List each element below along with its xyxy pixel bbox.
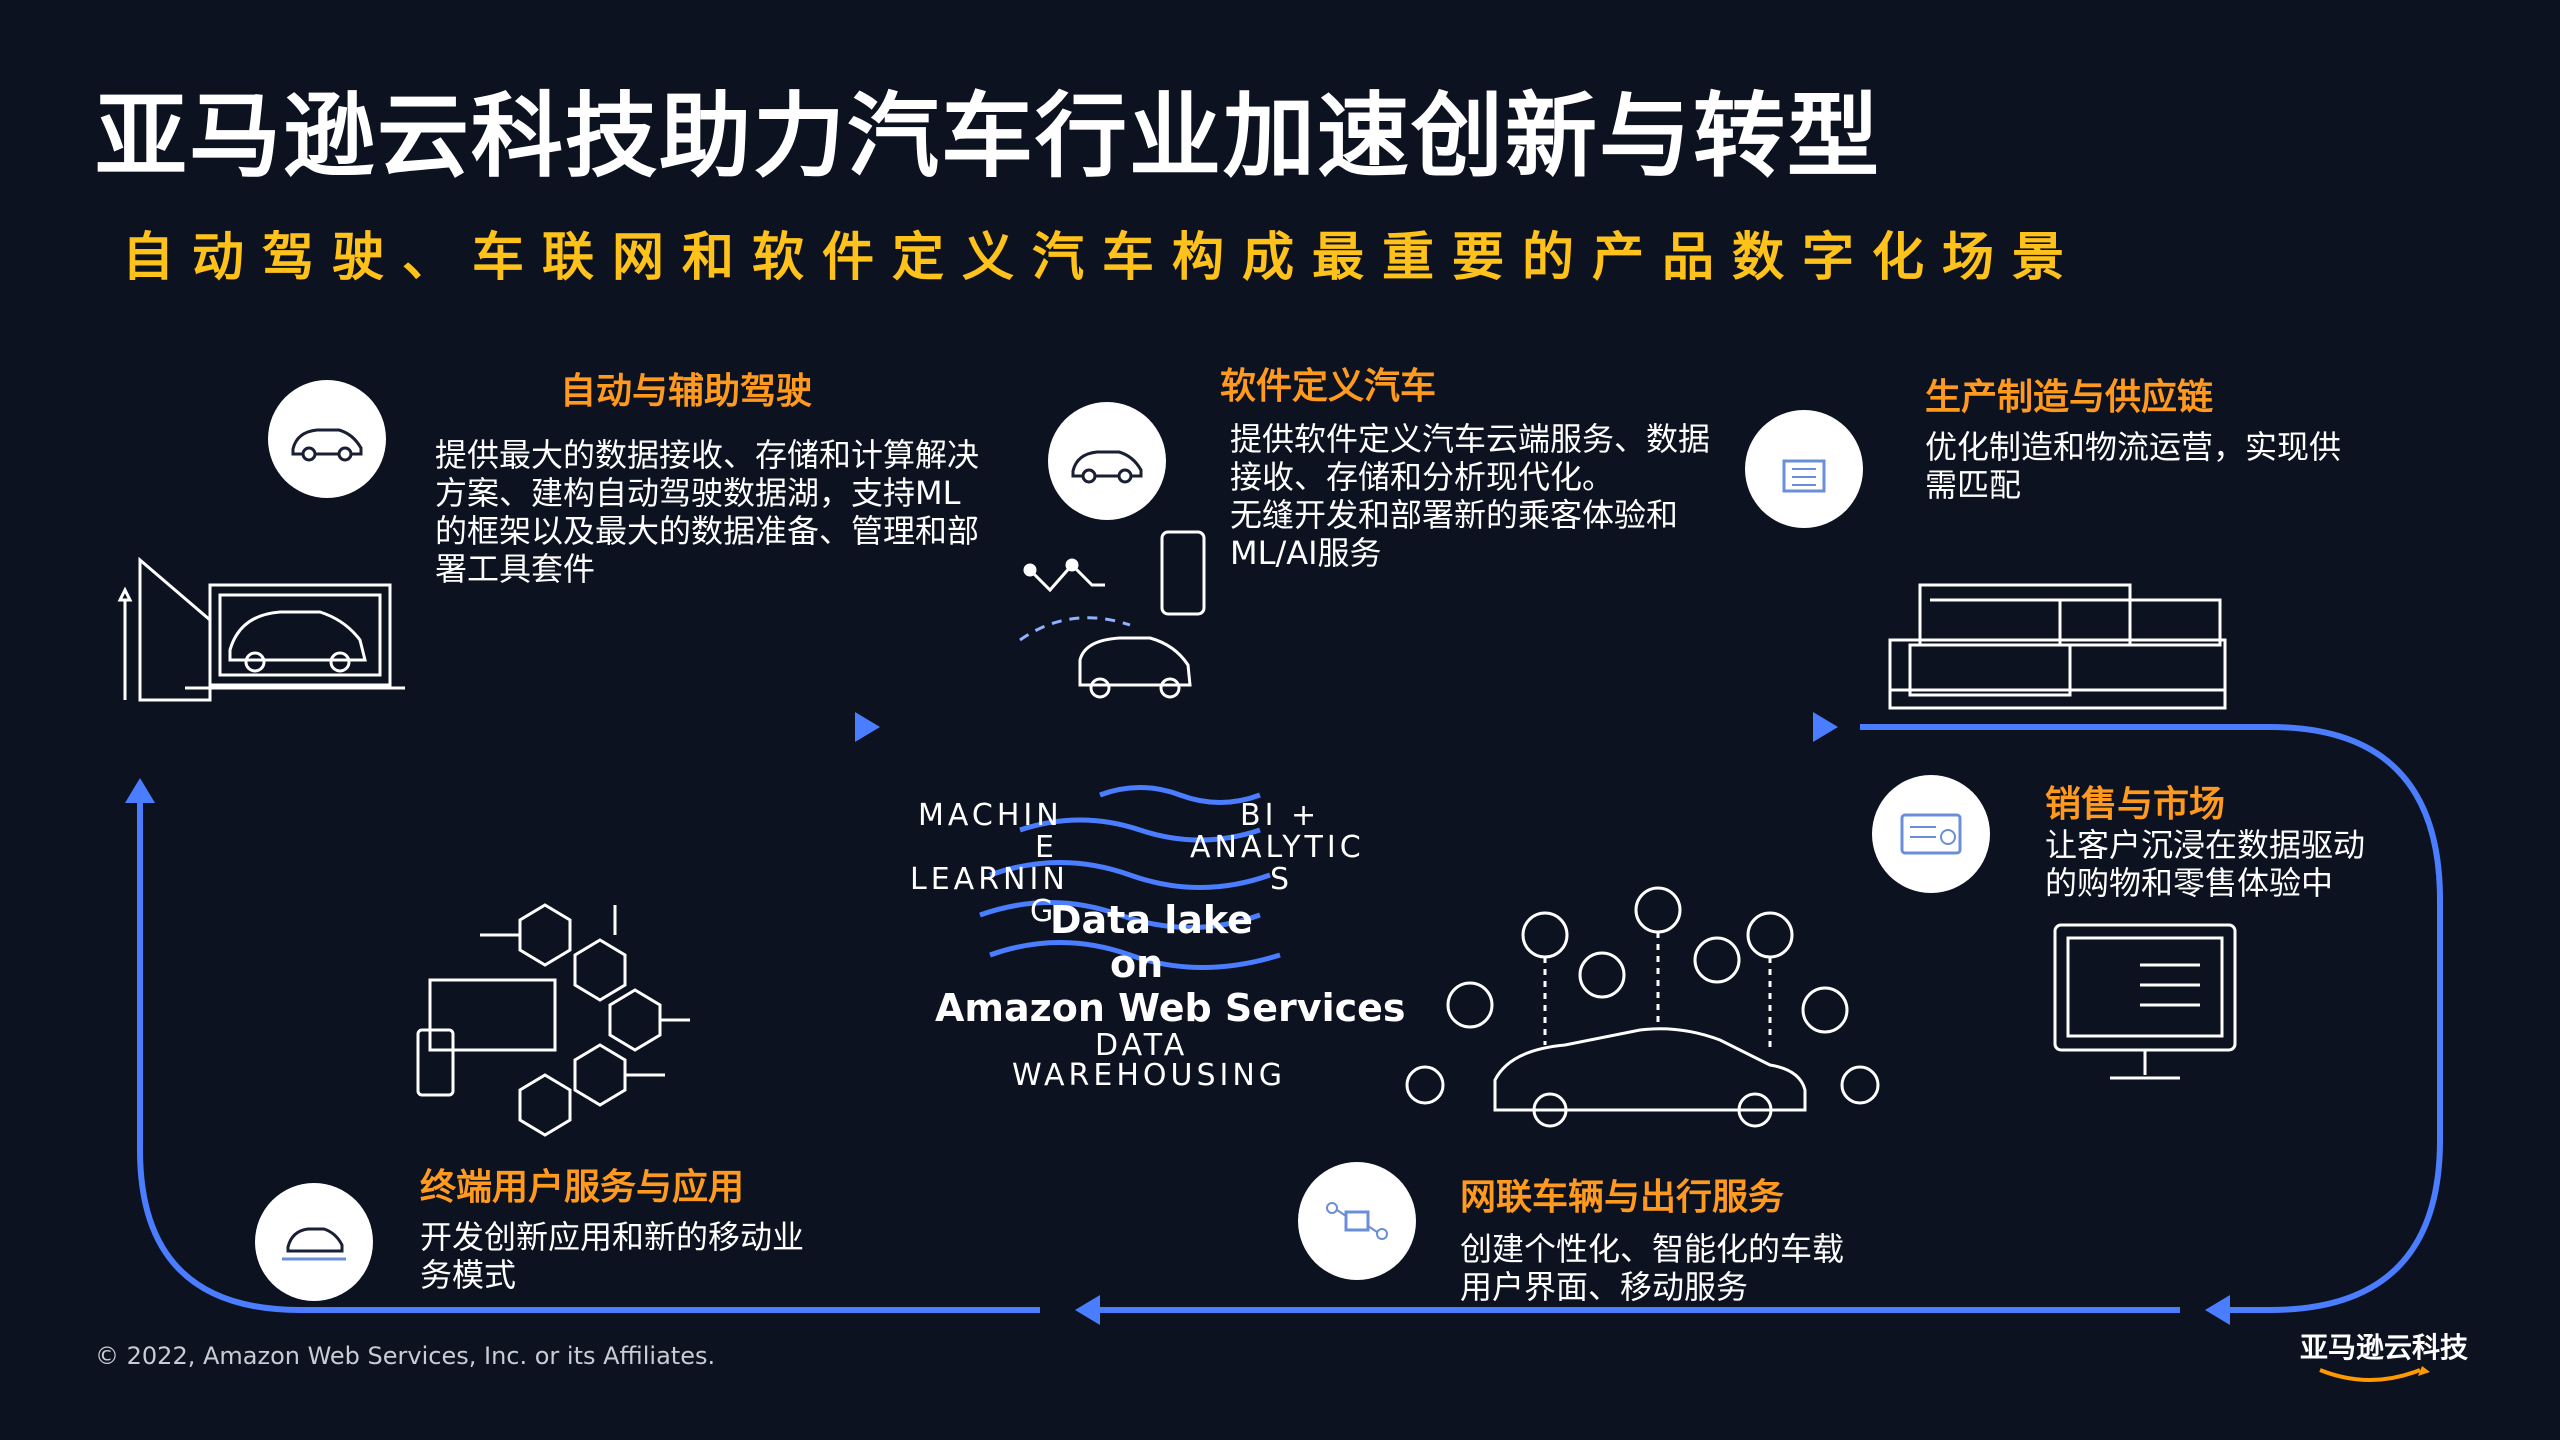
flow-arrow-bottom (1075, 1295, 2180, 1325)
dw-label-2: WAREHOUSING (1012, 1058, 1287, 1093)
ml-label-3: LEARNIN (910, 862, 1069, 897)
section-desc-sdv: 提供软件定义汽车云端服务、数据 接收、存储和分析现代化。 无缝开发和部署新的乘客… (1230, 420, 1711, 572)
ml-label-2: E (1035, 830, 1058, 865)
data-lake-waves (979, 785, 1281, 970)
bi-label-2: ANALYTIC (1190, 830, 1365, 865)
hexagon-network-illustration (416, 903, 690, 1137)
page-title: 亚马逊云科技助力汽车行业加速创新与转型 (95, 83, 1882, 190)
bi-label-3: S (1270, 862, 1294, 897)
flow-arrow-left-loop (125, 778, 1040, 1313)
connected-network-icon (1298, 1162, 1416, 1280)
car-icon (268, 380, 386, 498)
section-title-manufacturing: 生产制造与供应链 (1925, 377, 2214, 418)
smile-arrow-icon (2319, 1366, 2430, 1382)
section-title-enduser: 终端用户服务与应用 (420, 1167, 745, 1208)
bi-label-1: BI + (1240, 798, 1321, 833)
factory-icon (1745, 410, 1863, 528)
section-desc-manufacturing: 优化制造和物流运营，实现供 需匹配 (1925, 428, 2342, 504)
lake-title-3: Amazon Web Services (935, 986, 1406, 1030)
section-title-autonomous: 自动与辅助驾驶 (560, 371, 813, 412)
car-icon (1048, 402, 1166, 520)
dw-label-1: DATA (1095, 1028, 1189, 1063)
lake-title-1: Data lake (1050, 898, 1253, 942)
factory-illustration (1888, 583, 2227, 710)
flow-arrow-top-2 (905, 712, 1838, 742)
flow-arrow-right-loop (1860, 724, 2443, 1325)
brand-logo: 亚马逊云科技 (2300, 1331, 2469, 1364)
laptop-car-illustration (117, 556, 405, 702)
data-lake-label: MACHIN E LEARNIN G BI + ANALYTIC S Data … (900, 790, 1406, 1110)
connected-car-illustration (1405, 886, 1880, 1128)
section-desc-enduser: 开发创新应用和新的移动业 务模式 (420, 1218, 805, 1294)
flow-arrow-top-1 (75, 712, 880, 742)
lake-title-2: on (1110, 942, 1164, 986)
section-desc-connected: 创建个性化、智能化的车载 用户界面、移动服务 (1460, 1230, 1845, 1306)
monitor-illustration (2053, 923, 2237, 1080)
section-title-sales: 销售与市场 (2045, 784, 2226, 825)
page-subtitle: 自动驾驶、车联网和软件定义汽车构成最重要的产品数字化场景 (122, 228, 2083, 288)
ml-label-4: G (1030, 894, 1058, 929)
section-title-connected: 网联车辆与出行服务 (1460, 1177, 1785, 1218)
section-desc-sales: 让客户沉浸在数据驱动 的购物和零售体验中 (2045, 826, 2366, 902)
ml-label-1: MACHIN (918, 798, 1063, 833)
section-title-sdv: 软件定义汽车 (1220, 366, 1437, 407)
screen-icon (1872, 775, 1990, 893)
copyright-text: © 2022, Amazon Web Services, Inc. or its… (95, 1342, 716, 1370)
section-desc-autonomous: 提供最大的数据接收、存储和计算解决 方案、建构自动驾驶数据湖，支持ML 的框架以… (435, 436, 980, 588)
car-on-screen-icon (255, 1183, 373, 1301)
sdv-illustration (1019, 530, 1206, 699)
